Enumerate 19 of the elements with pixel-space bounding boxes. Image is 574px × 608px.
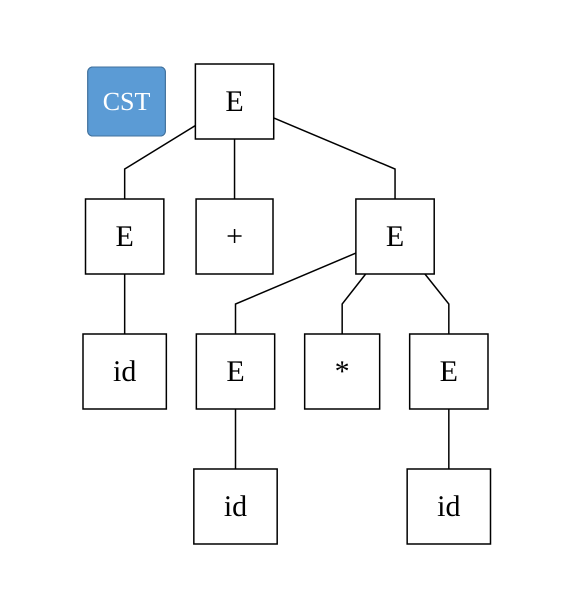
- node-box: +: [196, 198, 274, 275]
- connector: [235, 252, 356, 334]
- connector: [424, 274, 450, 334]
- connector: [342, 274, 366, 334]
- node-box: id: [82, 333, 168, 410]
- connector: [235, 409, 236, 469]
- connector: [274, 117, 396, 199]
- node-box: id: [406, 468, 492, 545]
- node-box: E: [196, 333, 276, 410]
- node-box: E: [85, 198, 165, 275]
- connector: [234, 139, 236, 199]
- node-box: E: [355, 198, 436, 275]
- connector: [124, 274, 126, 334]
- connector: [448, 409, 450, 469]
- node-box: id: [193, 468, 278, 545]
- node-box: E: [194, 63, 275, 140]
- connector: [124, 124, 196, 199]
- node-box: E: [409, 333, 489, 410]
- node-box: *: [304, 333, 381, 410]
